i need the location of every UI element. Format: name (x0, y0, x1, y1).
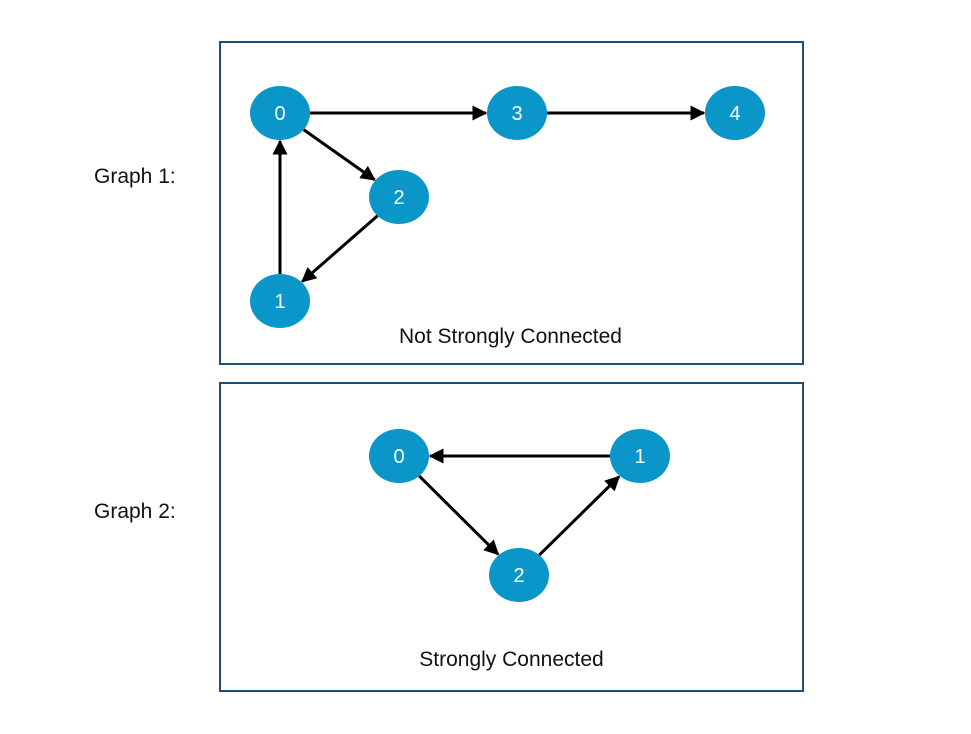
graph2-node-2-circle (489, 548, 549, 602)
graph2-caption: Strongly Connected (419, 648, 604, 671)
graph1-caption: Not Strongly Connected (399, 325, 622, 348)
graph2-node-1-label: 1 (634, 446, 645, 468)
graph1-edge-0-to-2 (302, 128, 376, 181)
graph2-node-2-label: 2 (513, 565, 524, 587)
graph1-node-4-circle (705, 86, 765, 140)
graph1-node-0-label: 0 (274, 103, 285, 125)
graph1-node-4-label: 4 (729, 103, 740, 125)
graph2-node-2: 2 (489, 548, 549, 602)
graph1-node-2: 2 (369, 170, 429, 224)
graph1-node-2-label: 2 (393, 187, 404, 209)
graph2-edge-0-to-2 (418, 474, 500, 556)
graph1-edge-2-to-1 (301, 214, 379, 283)
graph1-label: Graph 1: (94, 165, 176, 188)
graph2-edge-2-to-1 (538, 475, 621, 557)
graph1-node-1-label: 1 (274, 291, 285, 313)
graph2-panel: Strongly Connected (219, 382, 804, 692)
graph2-node-0-circle (369, 429, 429, 483)
graph1-node-0-circle (250, 86, 310, 140)
graph2-node-1-circle (610, 429, 670, 483)
graph2-label: Graph 2: (94, 500, 176, 523)
graph2-node-1: 1 (610, 429, 670, 483)
graph1-node-4: 4 (705, 86, 765, 140)
graph1-node-3-label: 3 (511, 103, 522, 125)
graph1-node-2-circle (369, 170, 429, 224)
graph1-node-1: 1 (250, 274, 310, 328)
graph1-node-1-circle (250, 274, 310, 328)
graph2-node-0: 0 (369, 429, 429, 483)
graph2-node-0-label: 0 (393, 446, 404, 468)
graph1-node-0: 0 (250, 86, 310, 140)
graph1-node-3-circle (487, 86, 547, 140)
graph1-node-3: 3 (487, 86, 547, 140)
